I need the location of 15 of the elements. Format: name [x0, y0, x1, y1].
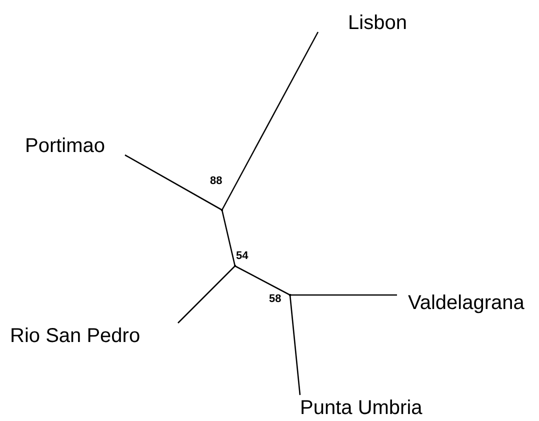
leaf-label: Portimao [22, 133, 125, 159]
tree-branch [289, 294, 301, 396]
leaf-label: Rio San Pedro [8, 323, 178, 351]
leaf-label: Punta Umbria [296, 395, 422, 421]
leaf-label: Lisbon [318, 10, 418, 36]
tree-branch [178, 266, 236, 324]
bootstrap-value: 58 [269, 293, 282, 305]
tree-branch [124, 154, 222, 211]
tree-branch [221, 32, 319, 210]
tree-branch [221, 210, 236, 266]
bootstrap-value: 54 [236, 250, 248, 262]
bootstrap-value: 88 [210, 175, 222, 187]
tree-branch [290, 294, 397, 296]
tree-branch [234, 265, 290, 296]
leaf-label: Valdelagrana [397, 290, 537, 316]
